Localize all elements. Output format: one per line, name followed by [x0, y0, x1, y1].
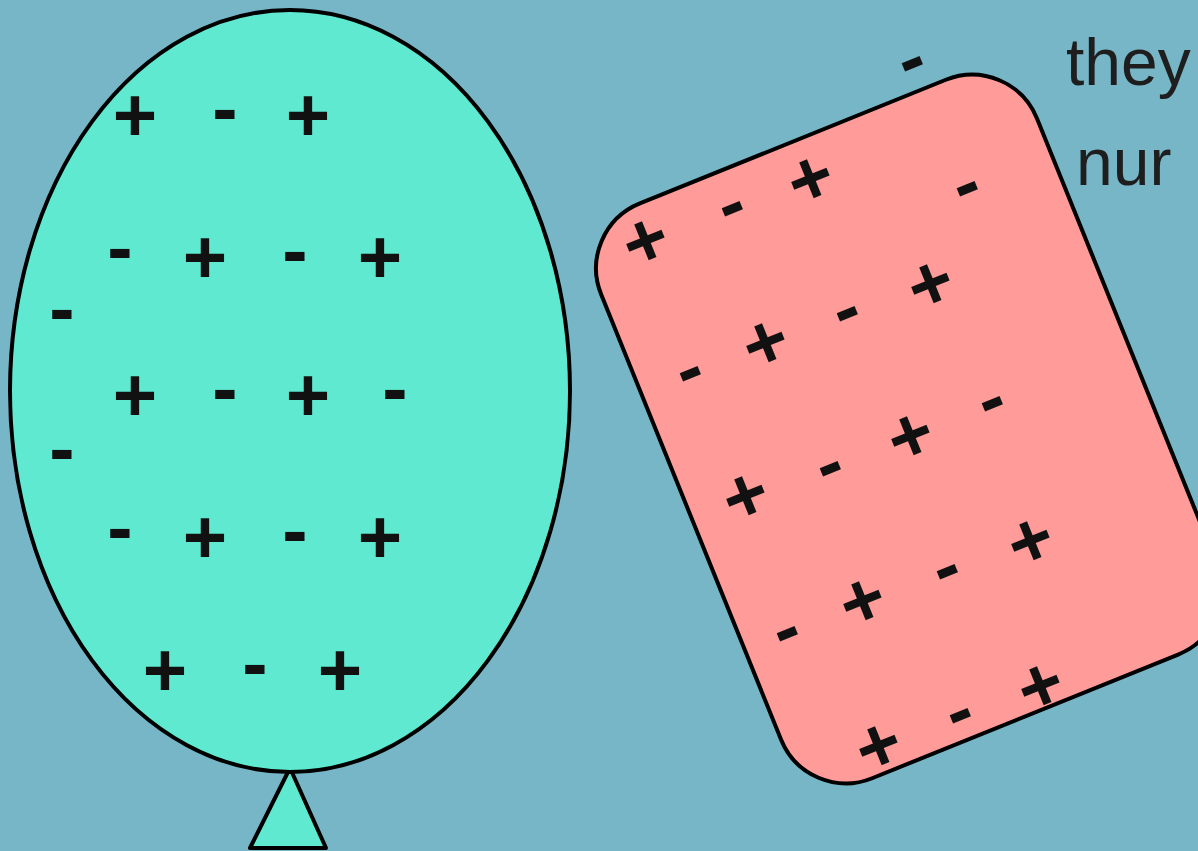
charge-sign: + [358, 219, 402, 295]
charge-sign: - [242, 625, 267, 701]
caption-fragment: nur [1076, 129, 1171, 195]
charge-sign: + [318, 632, 362, 708]
charge-sign: + [113, 357, 157, 433]
charge-sign: + [113, 77, 157, 153]
charge-sign: - [49, 270, 74, 346]
charge-sign: - [107, 209, 132, 285]
charge-sign: - [282, 492, 307, 568]
charge-sign: - [282, 212, 307, 288]
balloon-knot [250, 768, 326, 848]
charge-sign: - [212, 350, 237, 426]
charge-sign: - [382, 350, 407, 426]
balloon: +-+-+-+-+-+---+-++-+ [8, 8, 572, 774]
cloth-outline [575, 54, 1198, 805]
charge-sign: + [358, 499, 402, 575]
charge-sign: + [143, 632, 187, 708]
charge-sign: + [286, 77, 330, 153]
charge-sign: - [212, 70, 237, 146]
charge-sign: + [286, 357, 330, 433]
charge-sign: - [107, 489, 132, 565]
charge-sign: - [884, 18, 936, 98]
caption-fragment: they [1066, 29, 1191, 95]
charge-sign: + [183, 499, 227, 575]
charge-sign: + [183, 219, 227, 295]
charge-sign: - [49, 410, 74, 486]
balloon-outline [10, 10, 570, 772]
